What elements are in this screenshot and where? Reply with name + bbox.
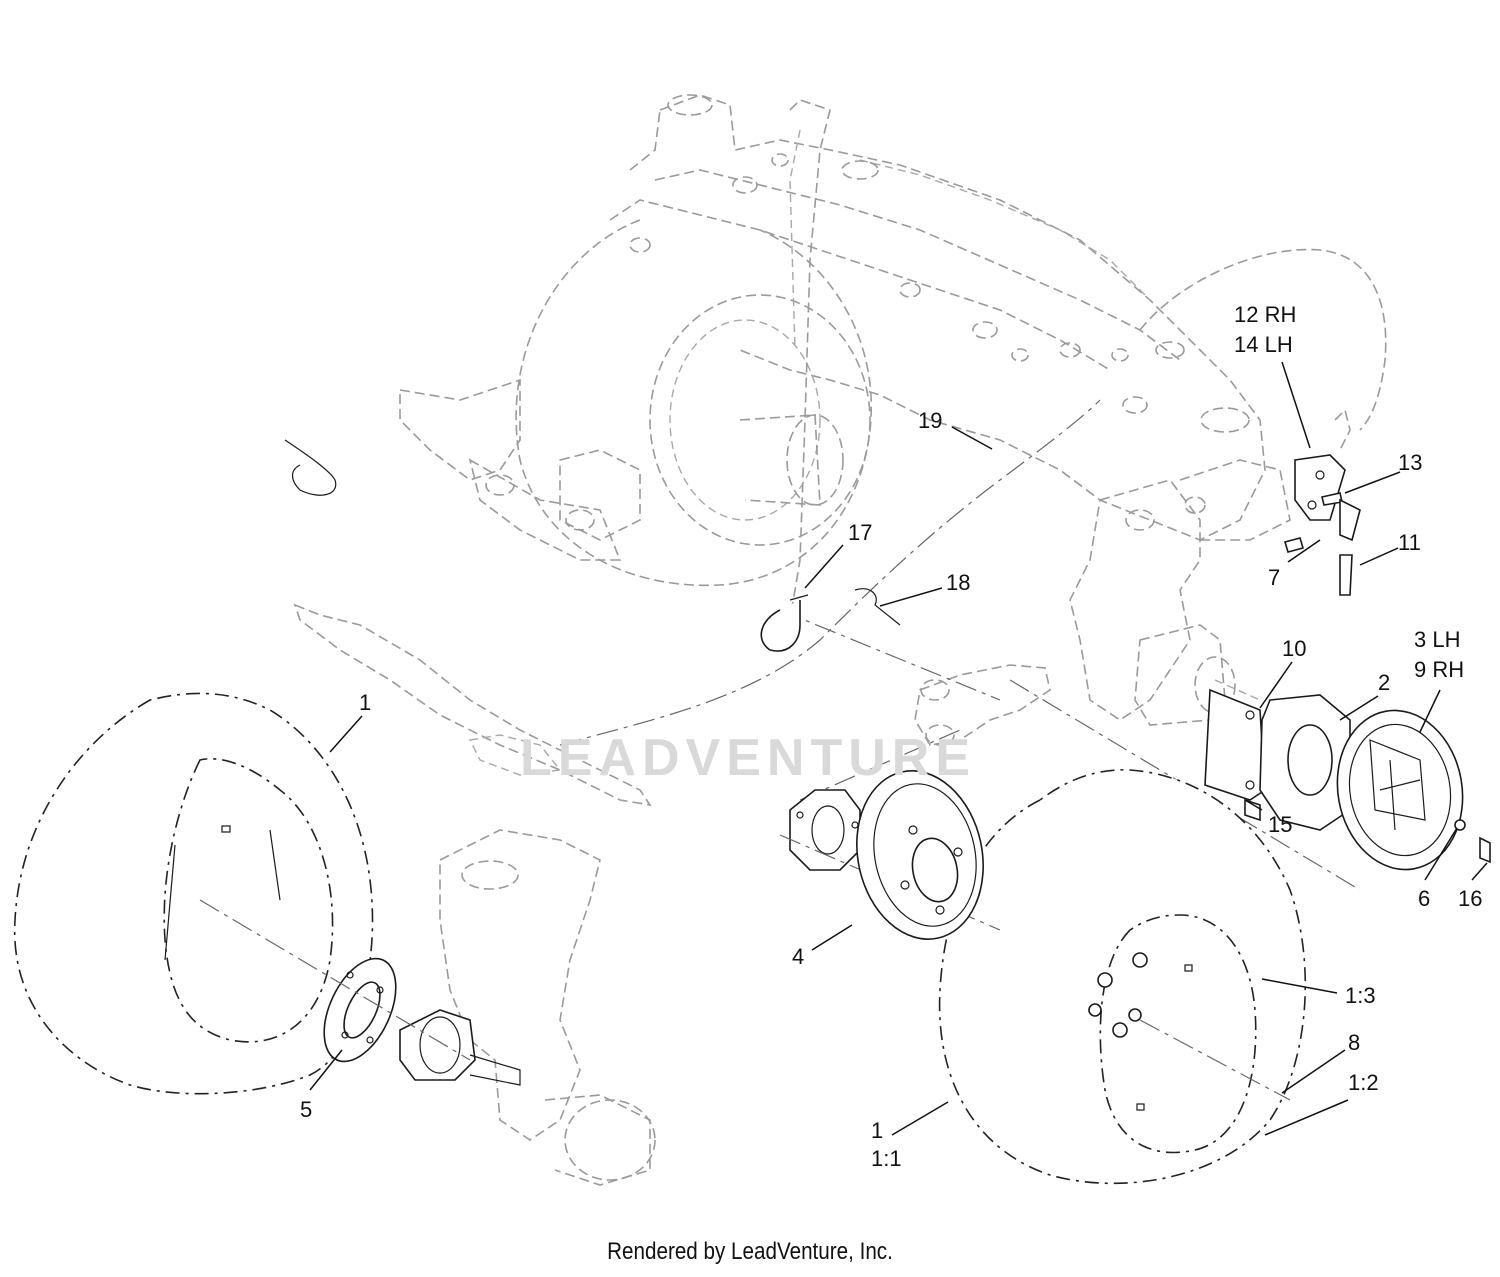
callout-1-left: 1 — [359, 690, 371, 715]
clips — [284, 439, 901, 652]
callout-16: 16 — [1458, 886, 1482, 911]
callout-2: 2 — [1378, 670, 1390, 695]
brake-assembly — [1204, 688, 1491, 871]
callout-1-1: 1:1 — [871, 1146, 902, 1171]
callout-3-lh: 3 LH — [1414, 627, 1460, 652]
callout-5: 5 — [300, 1097, 312, 1122]
callout-9-rh: 9 RH — [1414, 657, 1464, 682]
callout-12-rh: 12 RH — [1234, 302, 1296, 327]
callout-13: 13 — [1398, 450, 1422, 475]
callout-1-2: 1:2 — [1348, 1070, 1379, 1095]
callout-1-right: 1 — [871, 1118, 883, 1143]
callout-18: 18 — [946, 570, 970, 595]
hub-and-drum — [779, 770, 1001, 940]
leader-lines — [309, 361, 1488, 1136]
callout-6: 6 — [1418, 886, 1430, 911]
callout-17: 17 — [848, 520, 872, 545]
right-front-tire — [938, 769, 1307, 1185]
right-bracket-parts — [1283, 408, 1361, 596]
callout-labels: 12 RH 14 LH 13 19 11 7 17 18 10 2 3 LH 9… — [300, 302, 1482, 1171]
callout-8: 8 — [1348, 1030, 1360, 1055]
callout-4: 4 — [792, 944, 804, 969]
left-front-tire — [13, 692, 374, 1095]
callout-19: 19 — [918, 408, 942, 433]
left-spacer-hub — [199, 899, 521, 1086]
callout-10: 10 — [1282, 636, 1306, 661]
watermark: LEADVENTURE — [520, 729, 976, 787]
callout-1-3: 1:3 — [1345, 983, 1376, 1008]
callout-7: 7 — [1268, 565, 1280, 590]
callout-15: 15 — [1268, 812, 1292, 837]
callout-14-lh: 14 LH — [1234, 332, 1293, 357]
footer-credit: Rendered by LeadVenture, Inc. — [607, 1238, 893, 1265]
callout-11: 11 — [1398, 530, 1421, 555]
